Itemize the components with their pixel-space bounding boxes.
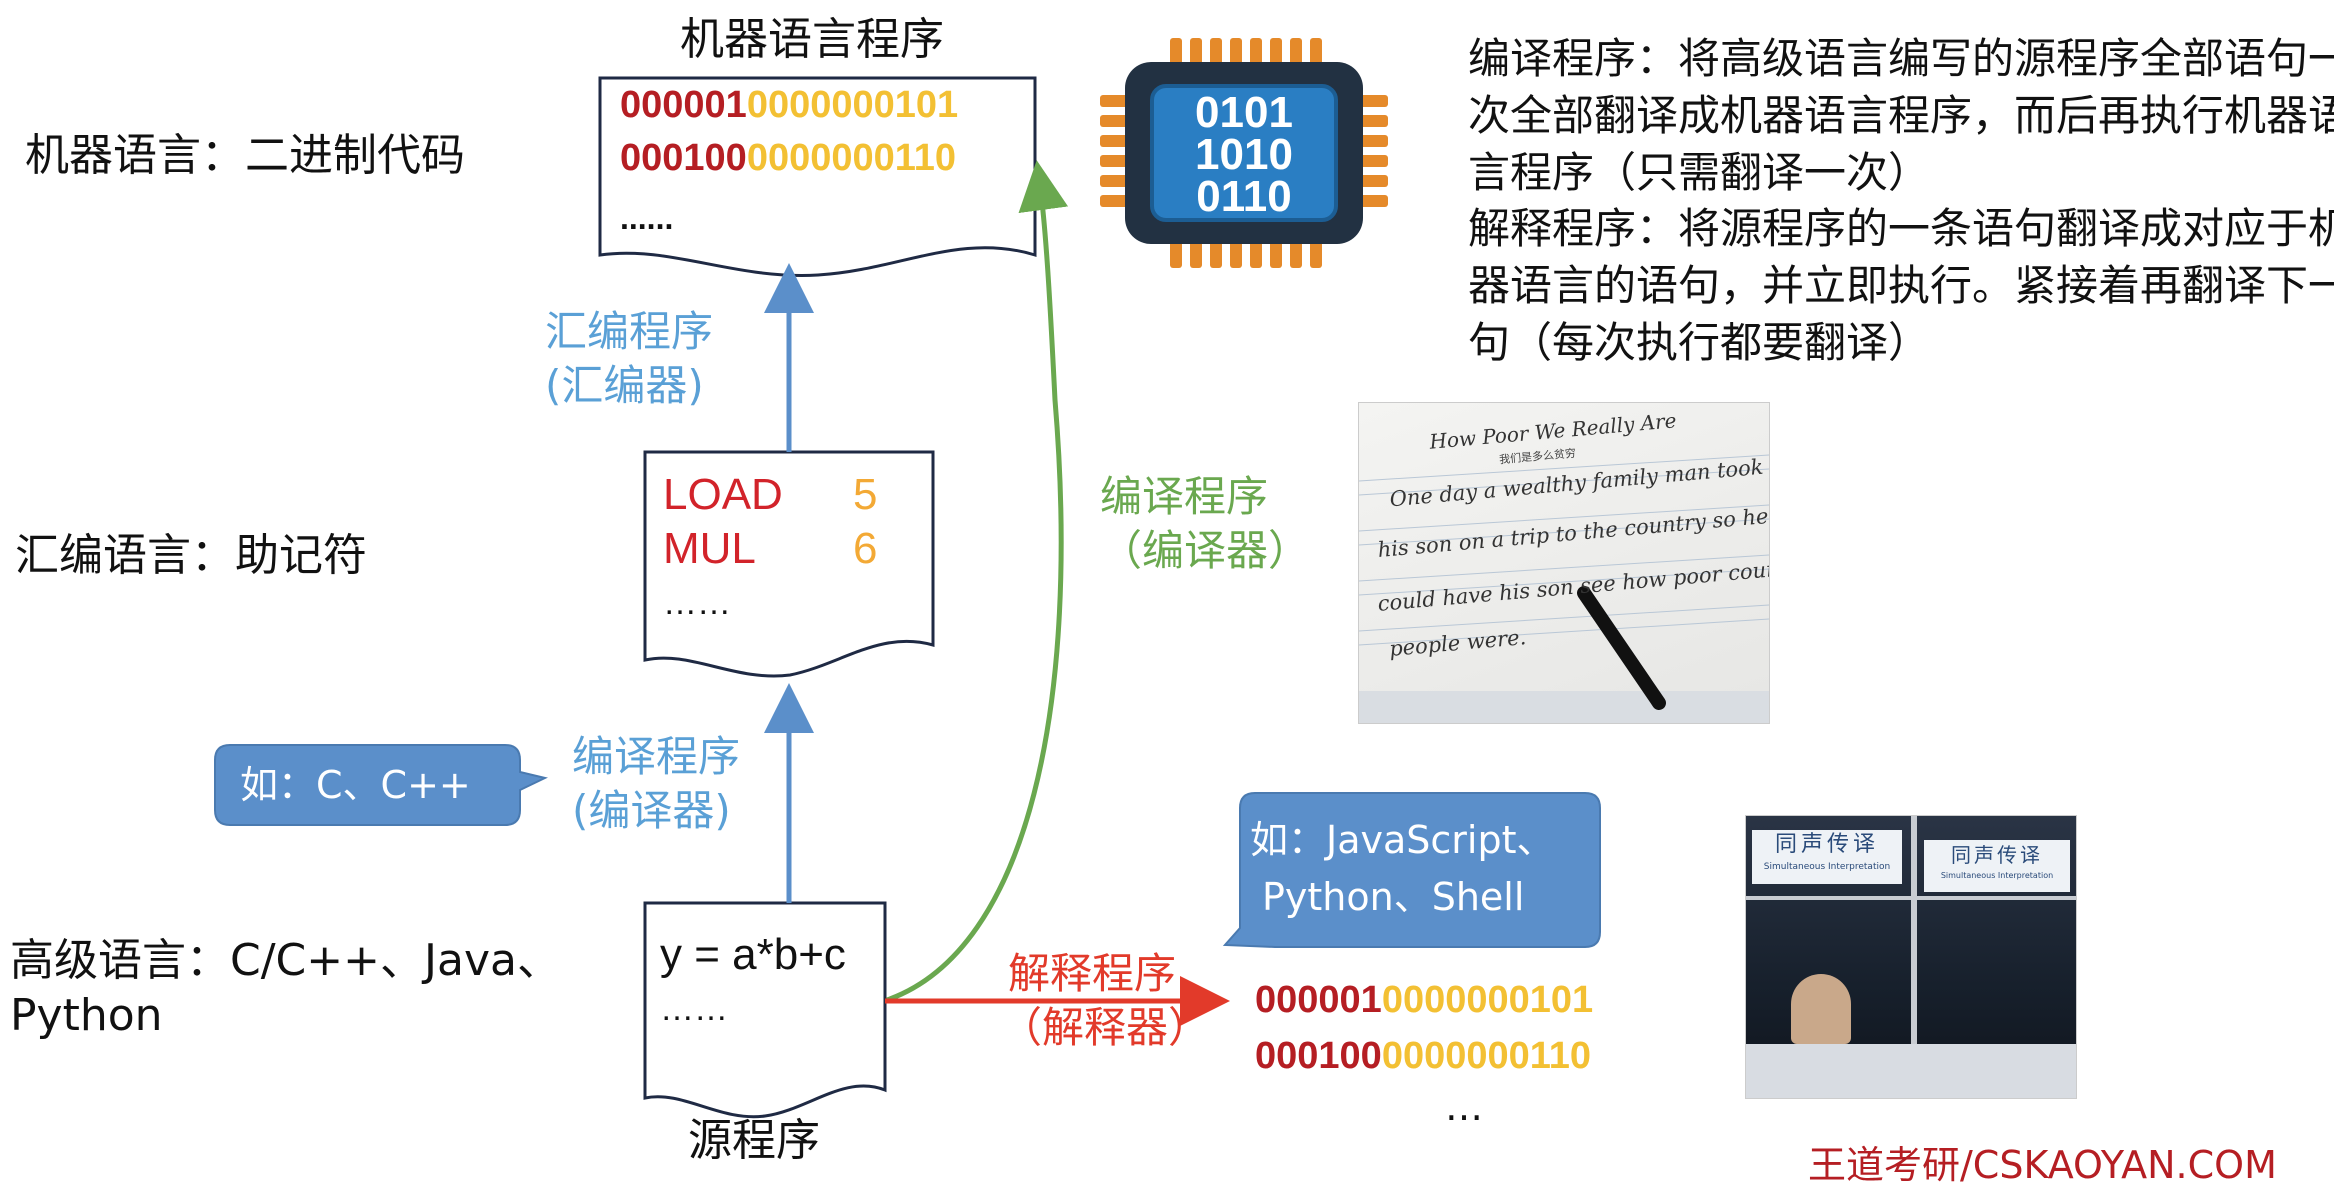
booth-sign-left: 同声传译 Simultaneous Interpretation <box>1752 830 1902 884</box>
interp-output-line-1: 0000010000000101 <box>1255 972 1593 1028</box>
assembler-line-2: (汇编器) <box>545 361 704 410</box>
footer-watermark: 王道考研/CSKAOYAN.COM <box>1808 1143 2277 1187</box>
chip-binary: 0101 1010 0110 <box>1152 88 1336 221</box>
compiler-arrow-right <box>886 160 1069 1003</box>
machine-doc-ellipsis: ...... <box>620 200 674 236</box>
interp-output-ellipsis: … <box>1445 1085 1483 1129</box>
assembler-label: 汇编程序 (汇编器) <box>545 305 713 413</box>
booth-sign-cn: 同声传译 <box>1774 832 1879 857</box>
compiler-label-left: 编译程序 (编译器) <box>572 730 740 838</box>
opcode-bits: 000001 <box>620 84 747 126</box>
asm-val: 6 <box>853 524 878 573</box>
compiler-right-line-2: （编译器） <box>1100 526 1311 575</box>
opcode-bits: 000100 <box>620 137 747 179</box>
operand-bits: 0000000110 <box>746 137 957 179</box>
asm-ellipsis: …… <box>663 584 731 622</box>
compiler-left-line-2: (编译器) <box>572 786 731 835</box>
assembler-line-1: 汇编程序 <box>545 307 714 356</box>
interpreter-line-2: （解释器） <box>1000 1003 1211 1052</box>
interpretation-booth-photo: 同声传译 Simultaneous Interpretation 同声传译 Si… <box>1745 815 2077 1099</box>
compiler-left-line-1: 编译程序 <box>572 732 741 781</box>
operand-bits: 0000000110 <box>1381 1035 1592 1077</box>
booth-sign-en: Simultaneous Interpretation <box>1940 871 2054 880</box>
callout-js-line-2: Python、Shell <box>1262 875 1525 919</box>
machine-doc-shape <box>598 76 1037 277</box>
machine-language-label: 机器语言：二进制代码 <box>25 130 465 181</box>
callout-js-shape <box>1222 792 1601 948</box>
asm-op: MUL <box>663 524 756 573</box>
chip-icon <box>1100 38 1388 268</box>
interp-output-line-2: 0001000000000110 <box>1255 1028 1591 1084</box>
machine-code-line-1: 0000010000000101 <box>620 77 958 133</box>
source-doc-shape <box>643 901 887 1119</box>
asm-row-1: LOAD 5 <box>663 468 877 522</box>
asm-row-2: MUL 6 <box>663 522 877 576</box>
chip-line-2: 1010 <box>1195 130 1293 179</box>
booth-sign-right: 同声传译 Simultaneous Interpretation <box>1924 840 2070 892</box>
compiler-right-line-1: 编译程序 <box>1100 472 1269 521</box>
source-code: y = a*b+c …… <box>660 928 846 1036</box>
callout-c-shape <box>214 744 548 826</box>
high-level-language-label-2: Python <box>10 990 163 1041</box>
opcode-bits: 000001 <box>1255 979 1382 1021</box>
interpreter-person <box>1791 974 1851 1044</box>
interpreter-line-1: 解释程序 <box>1008 949 1177 998</box>
opcode-bits: 000100 <box>1255 1035 1382 1077</box>
asm-val: 5 <box>853 470 878 519</box>
booth-sign-en: Simultaneous Interpretation <box>1763 862 1891 872</box>
interpreter-label: 解释程序 （解释器） <box>1000 947 1210 1055</box>
callout-js-text: 如：JavaScript、 Python、Shell <box>1250 812 1554 926</box>
compiler-label-right: 编译程序 （编译器） <box>1100 470 1310 578</box>
source-ellipsis: …… <box>660 990 728 1028</box>
compile-definition: 编译程序：将高级语言编写的源程序全部语句一次全部翻译成机器语言程序，而后再执行机… <box>1468 34 2334 197</box>
asm-doc-shape <box>643 450 935 678</box>
assembly-language-label: 汇编语言：助记符 <box>15 530 367 581</box>
asm-code: LOAD 5 MUL 6 …… <box>663 468 877 630</box>
handwriting-lines <box>1359 454 1769 723</box>
machine-code-line-2: 0001000000000110 <box>620 130 956 186</box>
machine-doc-title: 机器语言程序 <box>680 14 944 65</box>
booth-divider <box>1911 816 1917 1098</box>
chip-line-1: 0101 <box>1195 88 1293 137</box>
high-level-language-label: 高级语言：C/C++、Java、 <box>10 935 561 986</box>
callout-c-text: 如：C、C++ <box>240 763 471 807</box>
booth-desk <box>1746 1044 2076 1098</box>
operand-bits: 0000000101 <box>1381 979 1594 1021</box>
source-code-line: y = a*b+c <box>660 930 846 979</box>
callout-js-line-1: 如：JavaScript、 <box>1250 818 1555 862</box>
source-caption: 源程序 <box>688 1115 820 1166</box>
chip-line-3: 0110 <box>1196 172 1292 221</box>
handwriting-photo: How Poor We Really Are 我们是多么贫穷 One day a… <box>1358 402 1770 724</box>
interpret-definition: 解释程序：将源程序的一条语句翻译成对应于机器语言的语句，并立即执行。紧接着再翻译… <box>1468 204 2334 367</box>
operand-bits: 0000000101 <box>746 84 959 126</box>
booth-sign-cn: 同声传译 <box>1951 843 2043 867</box>
asm-op: LOAD <box>663 470 783 519</box>
